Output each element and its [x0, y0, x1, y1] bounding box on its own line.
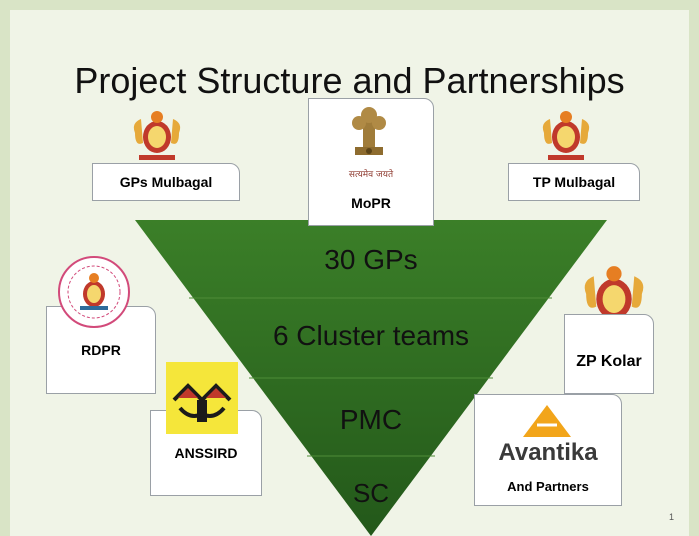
pyramid-level-4: SC [352, 478, 390, 508]
page-number: 1 [668, 512, 674, 522]
slide-title: Project Structure and Partnerships [74, 60, 625, 101]
avantika-wordmark: Avantika [498, 439, 598, 466]
pyramid-level-1: 30 GPs [324, 244, 418, 275]
pyramid-level-2: 6 Cluster teams [272, 320, 470, 351]
rdpr-seal-icon [58, 256, 130, 328]
mopr-card: सत्यमेव जयते MoPR [308, 98, 434, 226]
label-gps-mulbagal: GPs Mulbagal [92, 163, 240, 201]
pyramid-level-3: PMC [339, 404, 403, 435]
avantika-card: Avantika And Partners [474, 394, 622, 506]
label-tp-mulbagal: TP Mulbagal [508, 163, 640, 201]
label-zp-kolar: ZP Kolar [564, 314, 654, 394]
ashoka-emblem-icon [352, 107, 386, 155]
karnataka-emblem-icon [542, 111, 590, 160]
anssird-logo-icon [166, 362, 238, 434]
karnataka-emblem-icon [133, 111, 181, 160]
label-mopr: MoPR [351, 195, 391, 211]
mopr-motto: सत्यमेव जयते [348, 170, 394, 180]
avantika-logo-icon [523, 405, 571, 437]
label-and-partners: And Partners [507, 479, 589, 494]
